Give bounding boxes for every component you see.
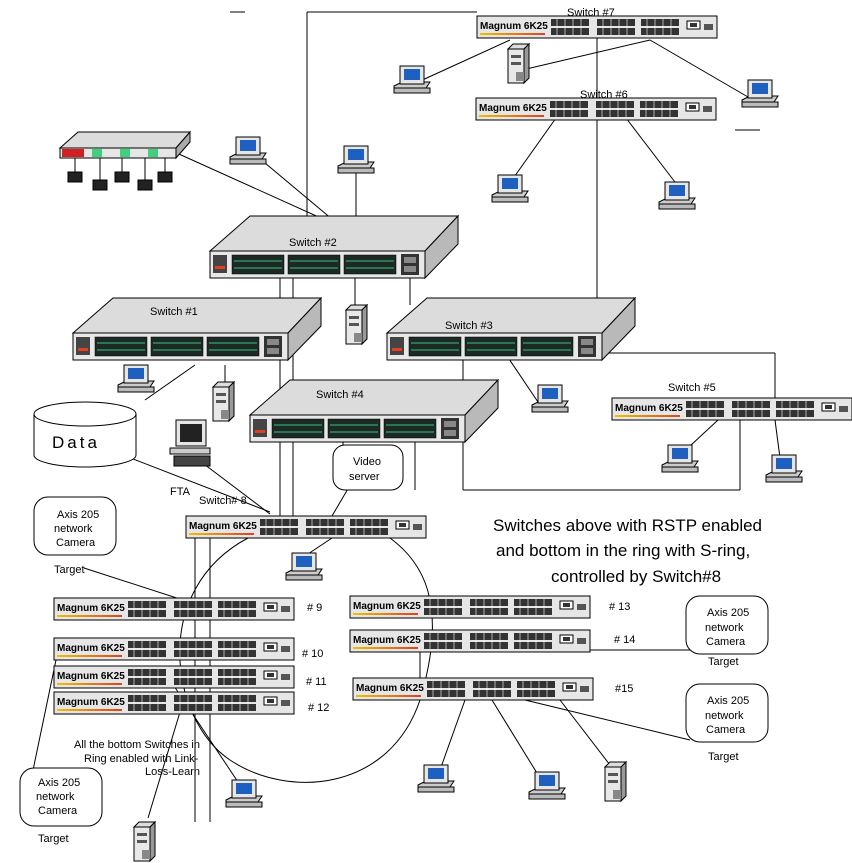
camera-callout-right-1: Axis 205 network Camera Target <box>685 595 769 668</box>
camera-label-2: network <box>705 710 744 722</box>
switch-10-label: # 10 <box>302 648 323 660</box>
switch-12-brand: Magnum 6K25 <box>57 697 125 708</box>
switch-7-label: Switch #7 <box>567 7 615 19</box>
camera-label-1: Axis 205 <box>57 509 99 521</box>
lll-note-line-1: All the bottom Switches in <box>74 739 200 751</box>
camera-label-3: Camera <box>706 724 746 736</box>
switch-7-brand: Magnum 6K25 <box>480 21 548 32</box>
workstation-icon <box>285 552 323 581</box>
switch-6: Magnum 6K25 Switch #6 <box>475 89 717 121</box>
switch-10: Magnum 6K25 # 10 <box>53 637 323 661</box>
server-tower-icon <box>345 304 368 345</box>
switch-4: Switch #4 <box>249 379 499 443</box>
switch-8-label: Switch# 8 <box>199 495 247 507</box>
switch-8: Magnum 6K25 Switch# 8 <box>185 495 427 539</box>
workstation-icon <box>491 174 529 203</box>
target-label: Target <box>38 833 69 845</box>
camera-label-1: Axis 205 <box>707 607 749 619</box>
camera-label-2: network <box>36 791 75 803</box>
switch-8-brand: Magnum 6K25 <box>189 521 257 532</box>
lll-note-line-3: Loss-Learn <box>145 766 200 778</box>
workstation-icon <box>658 181 696 210</box>
camera-callout-right-2: Axis 205 network Camera Target <box>685 683 769 763</box>
server-tower-icon <box>212 381 235 422</box>
workstation-icon <box>661 444 699 473</box>
switch-12-label: # 12 <box>308 702 329 714</box>
switch-11-brand: Magnum 6K25 <box>57 671 125 682</box>
switch-15-brand: Magnum 6K25 <box>356 683 424 694</box>
switch-7: Magnum 6K25 Switch #7 <box>476 7 718 39</box>
server-tower-icon <box>507 43 530 84</box>
camera-label-2: network <box>54 523 93 535</box>
switch-11-label: # 11 <box>306 676 327 688</box>
switch-14-label: # 14 <box>614 634 635 646</box>
switch-9-label: # 9 <box>307 602 322 614</box>
target-label: Target <box>708 751 739 763</box>
switch-11: Magnum 6K25 # 11 <box>53 665 327 689</box>
workstation-icon <box>765 454 803 483</box>
target-label: Target <box>54 564 85 576</box>
video-server-callout: Video server <box>332 444 404 491</box>
target-label: Target <box>708 656 739 668</box>
workstation-icon <box>741 79 779 108</box>
switch-13-brand: Magnum 6K25 <box>353 601 421 612</box>
switch-9: Magnum 6K25 # 9 <box>53 597 322 621</box>
rstp-note-line-3: controlled by Switch#8 <box>551 567 721 586</box>
server-tower-icon <box>133 821 156 862</box>
switch-2-label: Switch #2 <box>289 237 337 249</box>
camera-label-3: Camera <box>38 805 78 817</box>
switch-1: Switch #1 <box>72 297 322 361</box>
hub-icon <box>58 130 192 191</box>
switch-6-label: Switch #6 <box>580 89 628 101</box>
video-server-label-1: Video <box>353 456 381 468</box>
workstation-icon <box>229 136 267 165</box>
switch-15-label: #15 <box>615 683 633 695</box>
switch-9-brand: Magnum 6K25 <box>57 603 125 614</box>
rstp-note-line-1: Switches above with RSTP enabled <box>493 516 762 535</box>
workstation-icon <box>528 771 566 800</box>
switch-1-label: Switch #1 <box>150 306 198 318</box>
switch-15: Magnum 6K25 #15 <box>352 677 633 701</box>
switch-14-brand: Magnum 6K25 <box>353 635 421 646</box>
camera-label-2: network <box>705 622 744 634</box>
fta-workstation-icon <box>169 419 211 467</box>
camera-label-3: Camera <box>706 636 746 648</box>
switch-4-label: Switch #4 <box>316 389 364 401</box>
data-storage-icon: Data <box>33 401 137 468</box>
server-tower-icon <box>604 761 627 802</box>
rstp-note: Switches above with RSTP enabled and bot… <box>493 516 762 586</box>
workstation-icon <box>225 779 263 808</box>
switch-13-label: # 13 <box>609 601 630 613</box>
switch-2: Switch #2 <box>209 215 459 279</box>
workstation-icon <box>531 384 569 413</box>
camera-label-1: Axis 205 <box>38 777 80 789</box>
switch-5-label: Switch #5 <box>668 382 716 394</box>
switch-3-label: Switch #3 <box>445 320 493 332</box>
switch-13: Magnum 6K25 # 13 <box>349 595 630 619</box>
switch-3: Switch #3 <box>386 297 636 361</box>
camera-label-3: Camera <box>56 537 96 549</box>
rstp-note-line-2: and bottom in the ring with S-ring, <box>496 541 750 560</box>
camera-callout-top-left: Axis 205 network Camera Target <box>33 496 117 576</box>
switch-10-brand: Magnum 6K25 <box>57 643 125 654</box>
switch-6-brand: Magnum 6K25 <box>479 103 547 114</box>
camera-callout-bottom-left: Axis 205 network Camera Target <box>19 767 103 845</box>
switch-5-brand: Magnum 6K25 <box>615 403 683 414</box>
link-loss-learn-note: All the bottom Switches in Ring enabled … <box>74 739 200 778</box>
switch-12: Magnum 6K25 # 12 <box>53 691 329 715</box>
workstation-icon <box>417 764 455 793</box>
camera-label-1: Axis 205 <box>707 695 749 707</box>
switch-14: Magnum 6K25 # 14 <box>349 629 635 653</box>
data-label: Data <box>52 433 100 452</box>
workstation-icon <box>337 145 375 174</box>
switch-5: Magnum 6K25 Switch #5 <box>611 382 852 421</box>
workstation-icon <box>117 364 155 393</box>
fta-label: FTA <box>170 486 191 498</box>
lll-note-line-2: Ring enabled with Link- <box>84 753 199 765</box>
video-server-label-2: server <box>349 471 380 483</box>
